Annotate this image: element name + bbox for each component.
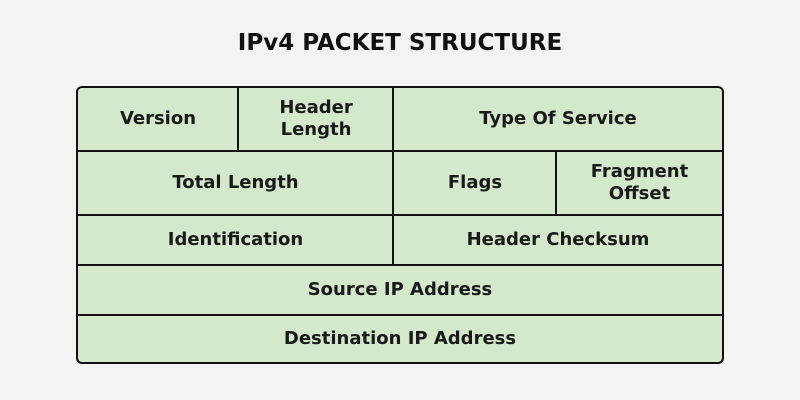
field-destination-ip: Destination IP Address (283, 327, 517, 349)
field-total-length: Total Length (172, 171, 299, 193)
field-source-ip: Source IP Address (307, 278, 493, 300)
field-version: Version (119, 107, 197, 129)
packet-structure-table: Version Header Length Type Of Service To… (76, 86, 724, 364)
column-divider (237, 88, 239, 150)
field-header-length: Header Length (279, 96, 353, 141)
field-header-checksum: Header Checksum (466, 228, 650, 250)
row-divider (78, 150, 722, 152)
row-divider (78, 214, 722, 216)
field-flags: Flags (447, 171, 503, 193)
diagram-title: IPv4 PACKET STRUCTURE (237, 30, 563, 56)
field-fragment-offset: Fragment Offset (590, 160, 689, 205)
field-identification: Identification (167, 228, 304, 250)
column-divider (555, 150, 557, 214)
row-divider (78, 264, 722, 266)
column-divider (392, 88, 394, 264)
row-divider (78, 314, 722, 316)
field-type-of-service: Type Of Service (479, 107, 637, 129)
